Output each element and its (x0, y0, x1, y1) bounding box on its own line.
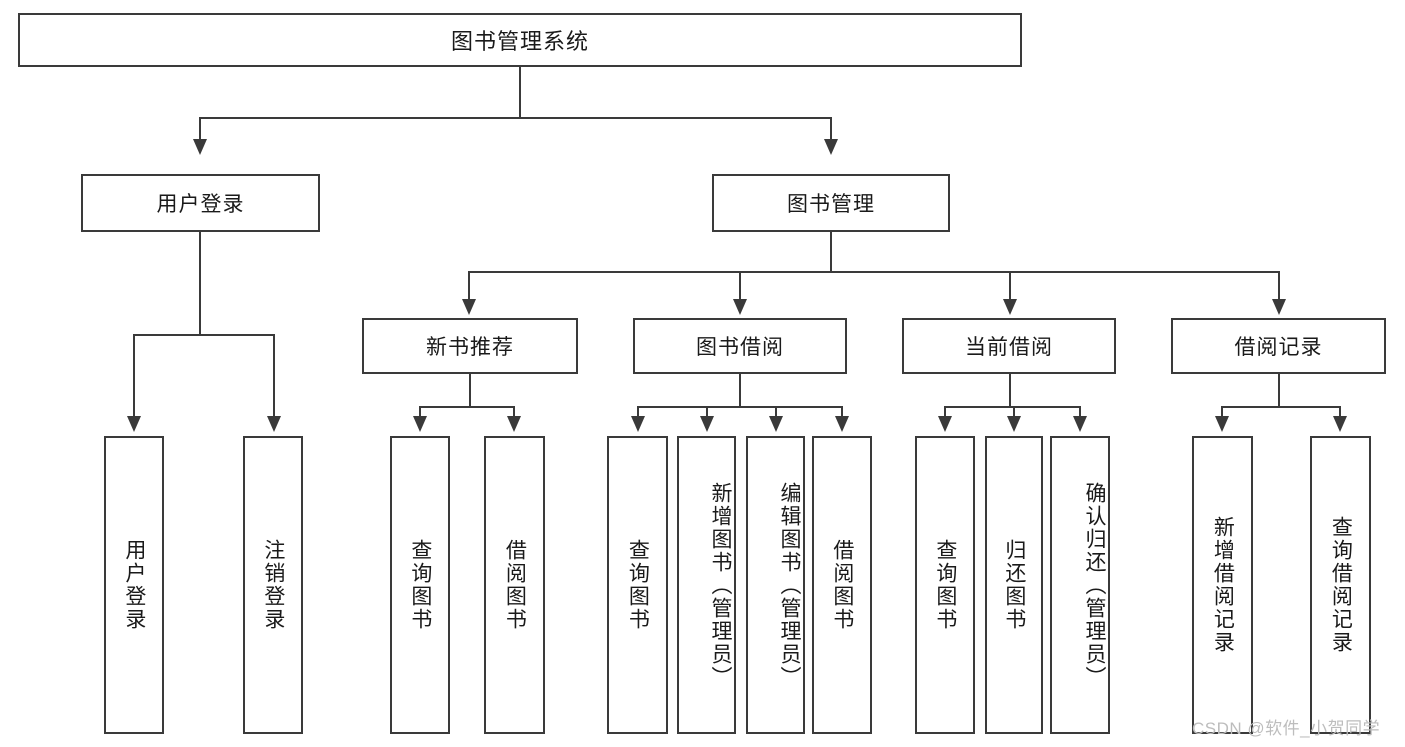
connector-cb-drop-2 (1013, 406, 1015, 418)
connector-root-to-book-management (830, 117, 832, 141)
leaf-confirm-return[interactable]: 确认归还（管理员） (1050, 436, 1110, 734)
leaf-query-book-current[interactable]: 查询图书 (915, 436, 975, 734)
node-new-book-recommend[interactable]: 新书推荐 (362, 318, 578, 374)
connector-new-book-trunk (469, 374, 471, 407)
connector-new-book-drop-1 (419, 406, 421, 418)
node-label: 当前借阅 (965, 336, 1053, 359)
connector-new-book-bar (419, 406, 515, 408)
connector-bb-drop-3 (775, 406, 777, 418)
connector-new-book-drop-2 (513, 406, 515, 418)
leaf-query-book-borrow[interactable]: 查询图书 (607, 436, 668, 734)
connector-root-trunk (519, 67, 521, 118)
arrow-cb-leaf-3 (1073, 416, 1087, 432)
connector-bb-drop-1 (637, 406, 639, 418)
arrow-br-leaf-1 (1215, 416, 1229, 432)
node-user-login[interactable]: 用户登录 (81, 174, 320, 232)
node-label: 注销登录 (261, 539, 285, 631)
arrow-bb-leaf-2 (700, 416, 714, 432)
node-label: 用户登录 (156, 193, 245, 216)
node-label: 新增借阅记录 (1211, 516, 1235, 654)
connector-root-to-user-login (199, 117, 201, 141)
leaf-query-book-new-recommend[interactable]: 查询图书 (390, 436, 450, 734)
node-label: 查询图书 (408, 539, 432, 631)
arrow-bm-to-borrow-record (1272, 299, 1286, 315)
node-root-library-system[interactable]: 图书管理系统 (18, 13, 1022, 67)
connector-book-borrow-trunk (739, 374, 741, 407)
leaf-edit-book[interactable]: 编辑图书（管理员） (746, 436, 805, 734)
arrow-bb-leaf-1 (631, 416, 645, 432)
arrow-bb-leaf-3 (769, 416, 783, 432)
leaf-borrow-book-new-recommend[interactable]: 借阅图书 (484, 436, 545, 734)
leaf-user-login[interactable]: 用户登录 (104, 436, 164, 734)
node-book-borrow[interactable]: 图书借阅 (633, 318, 847, 374)
node-current-borrow[interactable]: 当前借阅 (902, 318, 1116, 374)
connector-br-drop-2 (1339, 406, 1341, 418)
connector-current-borrow-bar (944, 406, 1080, 408)
connector-user-login-trunk (199, 232, 201, 335)
node-label: 新增图书（管理员） (709, 481, 732, 689)
connector-book-management-bar (468, 271, 1280, 273)
connector-cb-drop-1 (944, 406, 946, 418)
arrow-root-to-book-management (824, 139, 838, 155)
leaf-return-book[interactable]: 归还图书 (985, 436, 1043, 734)
arrow-bm-to-current-borrow (1003, 299, 1017, 315)
connector-user-login-bar (133, 334, 275, 336)
leaf-logout-login[interactable]: 注销登录 (243, 436, 303, 734)
arrow-user-login-leaf-1 (127, 416, 141, 432)
connector-bm-drop-new-book (468, 271, 470, 301)
csdn-watermark: CSDN @软件_小贺同学 (1192, 719, 1381, 738)
leaf-add-borrow-record[interactable]: 新增借阅记录 (1192, 436, 1253, 734)
connector-user-login-drop-1 (133, 334, 135, 418)
node-label: 图书管理系统 (450, 29, 589, 54)
node-label: 归还图书 (1002, 539, 1026, 631)
connector-borrow-record-bar (1221, 406, 1341, 408)
node-book-management[interactable]: 图书管理 (712, 174, 950, 232)
node-label: 用户登录 (122, 539, 146, 631)
node-label: 图书借阅 (696, 336, 784, 359)
connector-br-drop-1 (1221, 406, 1223, 418)
connector-root-bar (199, 117, 832, 119)
node-label: 新书推荐 (426, 336, 514, 359)
connector-current-borrow-trunk (1009, 374, 1011, 407)
arrow-user-login-leaf-2 (267, 416, 281, 432)
arrow-bb-leaf-4 (835, 416, 849, 432)
connector-book-borrow-bar (637, 406, 842, 408)
connector-bm-drop-borrow-record (1278, 271, 1280, 301)
connector-cb-drop-3 (1079, 406, 1081, 418)
node-label: 查询图书 (933, 539, 957, 631)
arrow-br-leaf-2 (1333, 416, 1347, 432)
node-label: 查询借阅记录 (1329, 516, 1353, 654)
connector-bm-drop-current-borrow (1009, 271, 1011, 301)
connector-bb-drop-4 (841, 406, 843, 418)
connector-user-login-drop-2 (273, 334, 275, 418)
node-label: 借阅记录 (1234, 336, 1323, 359)
arrow-root-to-user-login (193, 139, 207, 155)
node-borrow-record[interactable]: 借阅记录 (1171, 318, 1386, 374)
leaf-borrow-book-borrow[interactable]: 借阅图书 (812, 436, 872, 734)
connector-bm-drop-book-borrow (739, 271, 741, 301)
arrow-cb-leaf-1 (938, 416, 952, 432)
connector-borrow-record-trunk (1278, 374, 1280, 407)
node-label: 借阅图书 (830, 539, 854, 631)
arrow-bm-to-new-book-recommend (462, 299, 476, 315)
node-label: 查询图书 (626, 539, 650, 631)
connector-book-management-trunk (830, 232, 832, 272)
connector-bb-drop-2 (706, 406, 708, 418)
leaf-query-borrow-record[interactable]: 查询借阅记录 (1310, 436, 1371, 734)
node-label: 编辑图书（管理员） (778, 481, 801, 689)
node-label: 借阅图书 (503, 539, 527, 631)
leaf-add-book[interactable]: 新增图书（管理员） (677, 436, 736, 734)
arrow-cb-leaf-2 (1007, 416, 1021, 432)
node-label: 图书管理 (787, 193, 875, 216)
node-label: 确认归还（管理员） (1083, 481, 1106, 689)
arrow-new-book-leaf-1 (413, 416, 427, 432)
arrow-new-book-leaf-2 (507, 416, 521, 432)
arrow-bm-to-book-borrow (733, 299, 747, 315)
